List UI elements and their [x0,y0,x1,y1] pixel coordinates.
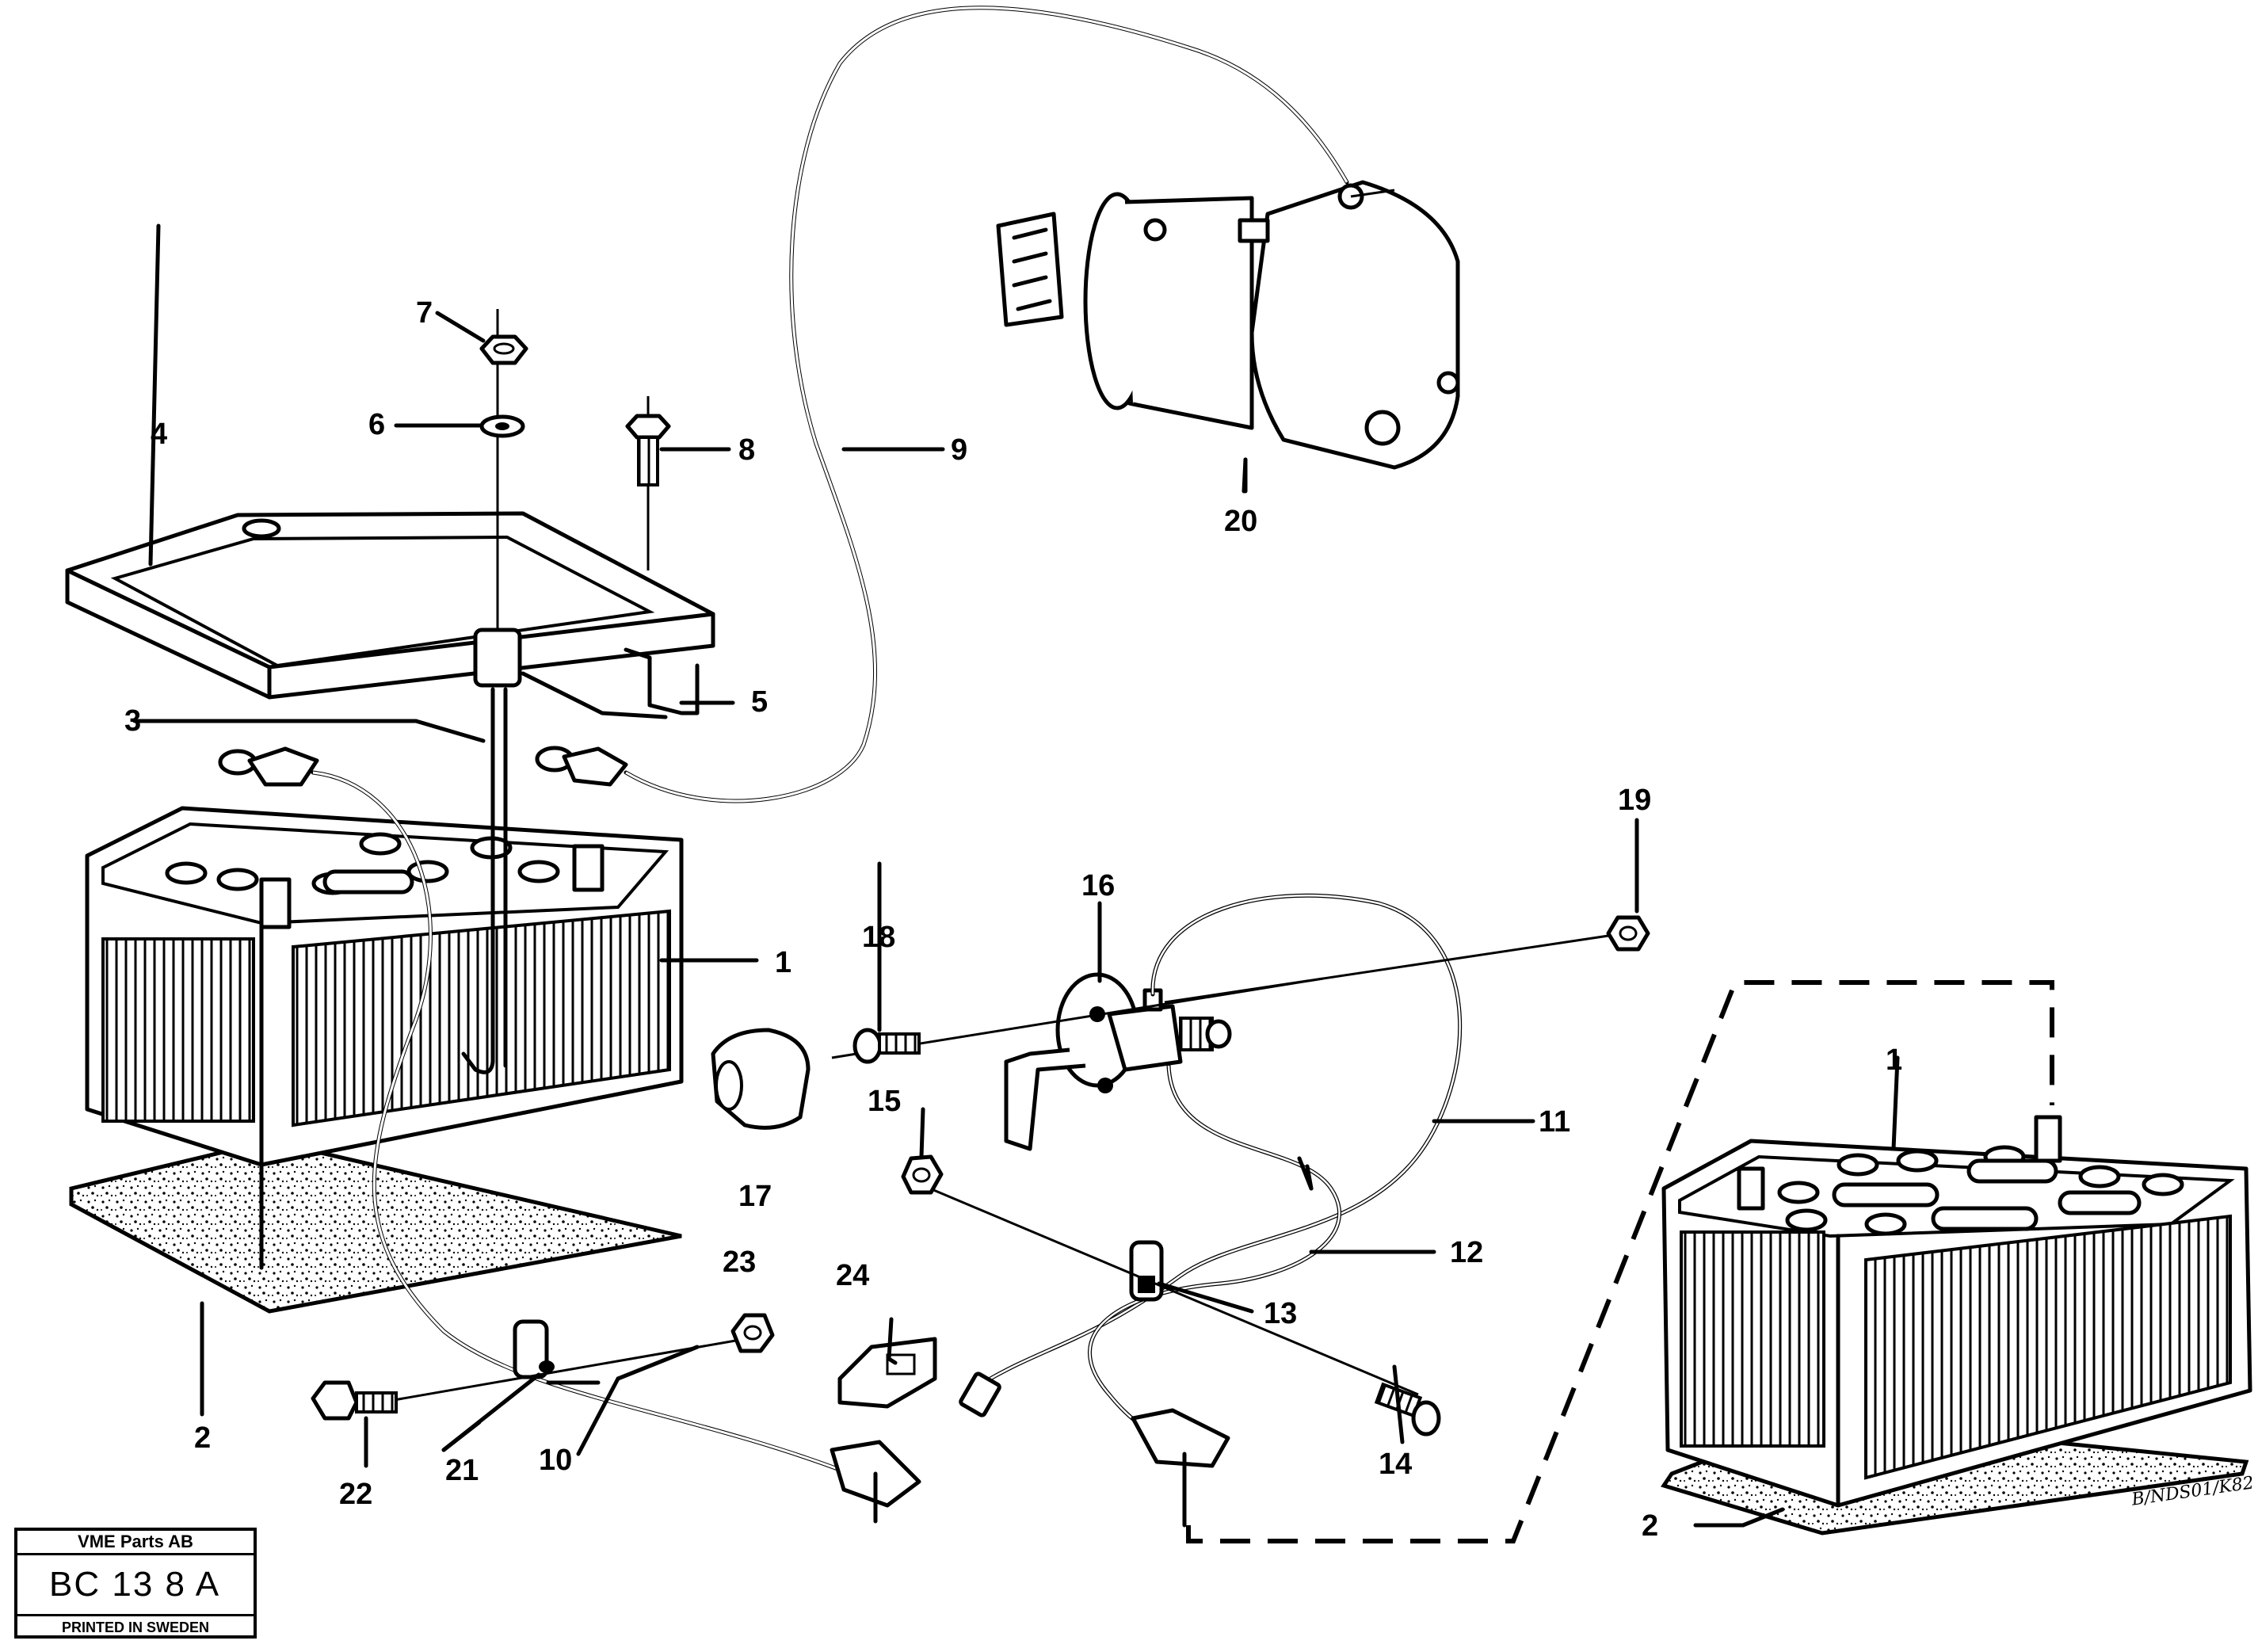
callout-8: 8 [738,433,755,467]
title-block-footer: PRINTED IN SWEDEN [61,1620,209,1635]
terminal-clamp-negative [218,746,319,787]
callout-2b: 2 [1642,1509,1658,1543]
callout-1b: 1 [1886,1043,1902,1077]
callout-21: 21 [445,1454,479,1487]
cable-clip-13 [1129,1240,1164,1302]
callout-17: 17 [738,1180,772,1213]
callout-labels: 1 1 2 2 3 4 5 6 7 8 9 10 11 12 13 14 15 … [124,296,1902,1543]
ground-lug [830,1440,921,1524]
callout-2a: 2 [194,1421,211,1455]
battery-left [85,806,684,1167]
frame-bracket [521,647,700,719]
dashed-connection-line [1186,980,2054,1543]
callout-23: 23 [723,1246,756,1279]
callout-6: 6 [368,408,385,441]
title-block: VME Parts AB BC 13 8 A PRINTED IN SWEDEN [14,1528,257,1639]
callout-7: 7 [416,296,433,330]
callout-22: 22 [339,1478,372,1511]
bolt-22 [311,1337,746,1421]
nut-19 [1164,915,1650,1004]
callout-15: 15 [868,1085,901,1118]
callout-11: 11 [1539,1105,1570,1139]
callout-1a: 1 [775,946,791,979]
terminal-clamp-positive [535,746,628,787]
washer-6 [479,414,525,438]
callout-5: 5 [751,685,768,719]
battery-right [1661,1115,2252,1508]
callout-18: 18 [862,921,895,954]
callout-3: 3 [124,704,141,738]
starter-motor [996,180,1460,470]
grommet-17 [711,1028,811,1130]
callout-10: 10 [539,1444,572,1477]
hold-down-rod [461,309,522,1074]
battery-hold-down-frame [65,511,715,700]
callout-13: 13 [1264,1297,1297,1330]
callout-4: 4 [151,418,167,451]
cable-end-spade [959,1372,1001,1417]
nut-23 [730,1313,775,1353]
terminal-cover-24 [837,1337,937,1409]
callout-19: 19 [1618,784,1651,817]
cable-clip-21 [513,1319,555,1379]
callout-12: 12 [1450,1236,1483,1269]
callout-9: 9 [951,433,967,467]
title-block-company: VME Parts AB [17,1531,254,1555]
callout-24: 24 [836,1259,869,1292]
terminal-clamp-right [1131,1408,1230,1528]
callout-16: 16 [1081,869,1115,902]
callout-20: 20 [1224,505,1257,538]
leader-lines [132,223,1900,1528]
battery-main-switch [1004,972,1232,1151]
callout-14: 14 [1379,1448,1412,1481]
nut-15 [901,1154,944,1195]
title-block-code: BC 13 8 A [17,1555,254,1616]
nut-7 [479,334,528,365]
screw-8 [625,396,671,570]
